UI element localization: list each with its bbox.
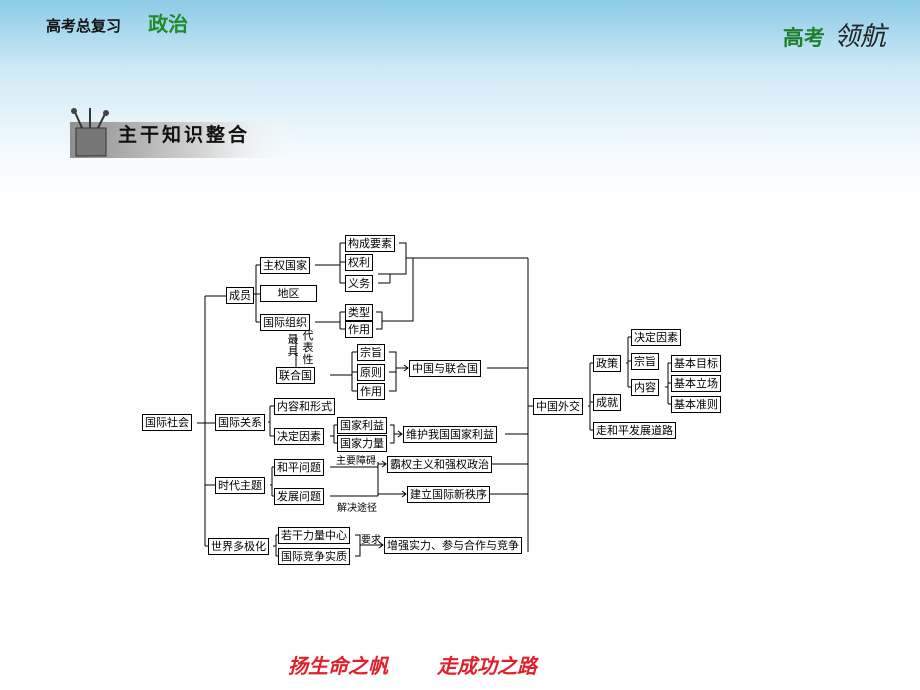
brand-logo: 高考 领航 [783, 16, 886, 53]
label-yaoqiu: 要求 [361, 535, 381, 546]
banner-ribbon [70, 122, 300, 158]
label-zhuyao-zhang-ai: 主要障碍 [336, 456, 376, 467]
node-zongzhi: 宗旨 [357, 344, 385, 361]
node-jianli: 建立国际新秩序 [407, 486, 490, 503]
node-heping-wenti: 和平问题 [274, 459, 324, 476]
section-banner: 主干知识整合 [70, 108, 300, 158]
node-baquan: 霸权主义和强权政治 [387, 456, 492, 473]
footer-slogan: 扬生命之帆 走成功之路 [288, 650, 579, 679]
node-zhuquan-guojia: 主权国家 [260, 257, 310, 274]
node-lianheguo: 联合国 [276, 367, 315, 384]
node-guojia-liyi: 国家利益 [337, 417, 387, 434]
node-weihu: 维护我国国家利益 [403, 426, 497, 443]
node-shijie-duojihua: 世界多极化 [208, 538, 269, 555]
node-zhongguo-waijiao: 中国外交 [533, 398, 583, 415]
brand-text: 高考 [782, 25, 825, 50]
node-yuanze: 原则 [357, 364, 385, 381]
node-zuoyong-un: 作用 [357, 383, 385, 400]
label-dai-biao-xing: 代表性 [302, 329, 314, 366]
node-chengyuan: 成员 [226, 287, 254, 304]
node-diqu: 地区 [260, 285, 317, 302]
node-zuoyong: 作用 [345, 321, 373, 338]
node-guoji-shehui: 国际社会 [142, 414, 192, 431]
brand-script: 领航 [833, 22, 886, 52]
pen-holder-icon [71, 108, 109, 157]
node-ruogan-liliang: 若干力量中心 [278, 527, 350, 544]
node-jiben-mubiao: 基本目标 [671, 355, 721, 372]
node-zhengce: 政策 [593, 355, 621, 372]
node-guojia-liliang: 国家力量 [337, 435, 387, 452]
footer-slogan-part2: 走成功之路 [436, 654, 537, 678]
header-left: 高考总复习 政治 [46, 8, 188, 37]
node-jiben-zhunze: 基本准则 [671, 396, 721, 413]
node-zou-heping: 走和平发展道路 [593, 422, 676, 439]
course-subtitle: 高考总复习 [46, 17, 122, 35]
label-zui-ju: 最具 [287, 333, 299, 358]
node-neirong-he-xingshi: 内容和形式 [274, 398, 335, 415]
node-yiwu: 义务 [345, 275, 373, 292]
label-jiejue-tujing: 解决途径 [337, 503, 377, 514]
banner-graphic [70, 108, 300, 158]
node-guoji-zuzhi: 国际组织 [260, 314, 310, 331]
subject-title: 政治 [148, 12, 189, 36]
node-goucheng-yaosu: 构成要素 [345, 235, 395, 252]
node-jueding-yinsu: 决定因素 [274, 428, 324, 445]
node-guoji-guanxi: 国际关系 [215, 414, 265, 431]
node-shidai-zhuti: 时代主题 [215, 477, 265, 494]
node-jiben-lichang: 基本立场 [671, 375, 721, 392]
node-fazhan-wenti: 发展问题 [274, 488, 324, 505]
footer-slogan-part1: 扬生命之帆 [288, 654, 388, 678]
section-title: 主干知识整合 [118, 124, 251, 146]
node-chengjiu: 成就 [593, 394, 621, 411]
node-zhongguo-yu-lianheguo: 中国与联合国 [409, 360, 481, 377]
node-leixing: 类型 [345, 304, 373, 321]
node-neirong: 内容 [631, 379, 659, 396]
node-zengqiang: 增强实力、参与合作与竞争 [384, 537, 522, 554]
node-jueding-yinsu-policy: 决定因素 [631, 329, 681, 346]
node-quanli: 权利 [345, 254, 373, 271]
node-guoji-jingzheng: 国际竞争实质 [278, 548, 350, 565]
node-zongzhi-policy: 宗旨 [631, 353, 659, 370]
